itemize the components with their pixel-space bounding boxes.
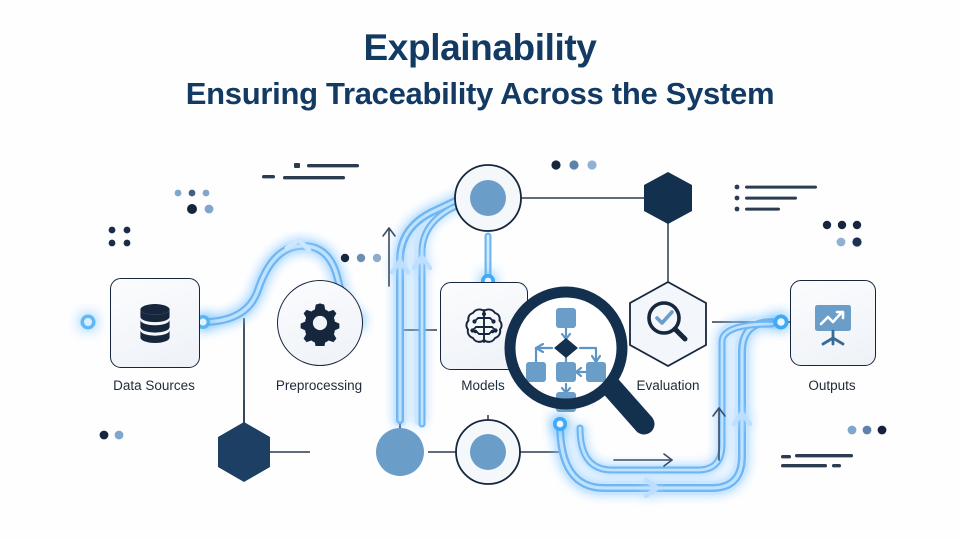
node-label-data-sources: Data Sources <box>113 378 195 393</box>
database-icon <box>140 304 170 343</box>
node-label-outputs: Outputs <box>808 378 856 393</box>
dots-bottom-right <box>847 425 887 435</box>
node-label-evaluation: Evaluation <box>636 378 700 393</box>
page-title: Explainability Ensuring Traceability Acr… <box>0 26 960 114</box>
hexagon-bottom-left <box>218 422 270 482</box>
pipeline-node-outputs[interactable] <box>790 280 876 366</box>
dots-right-upper <box>822 220 862 247</box>
title-subtitle: Ensuring Traceability Across the System <box>185 75 775 111</box>
dots-left-low <box>108 226 131 247</box>
hexagon-top-right <box>644 172 692 224</box>
magnifier-check-icon <box>647 301 688 342</box>
node-label-preprocessing: Preprocessing <box>275 378 363 393</box>
dots-mid-left <box>340 253 382 263</box>
arrow-right-bottom <box>613 453 673 467</box>
presentation-chart-icon <box>815 305 851 346</box>
node-label-models: Models <box>461 378 505 393</box>
dots-bottom-left <box>99 430 124 440</box>
dashes-top-left <box>262 163 359 180</box>
dots-center-top <box>551 160 597 170</box>
brain-circuit-icon <box>465 308 503 343</box>
circle-node-top <box>454 164 522 232</box>
dashes-bottom-right <box>781 454 853 468</box>
pipeline-node-data-sources[interactable] <box>110 278 200 368</box>
circle-node-bottom-solid <box>376 428 424 476</box>
arrow-up-left <box>382 227 396 287</box>
flowchart-diagram-icon <box>526 308 606 412</box>
pipeline-node-preprocessing[interactable] <box>277 280 363 366</box>
gear-icon <box>300 303 340 346</box>
title-main: Explainability <box>363 27 597 68</box>
dots-upper-left <box>174 189 214 214</box>
circle-node-bottom-ring <box>455 419 521 485</box>
arrow-up-right <box>712 407 726 461</box>
bullet-list-decoration <box>734 184 817 212</box>
